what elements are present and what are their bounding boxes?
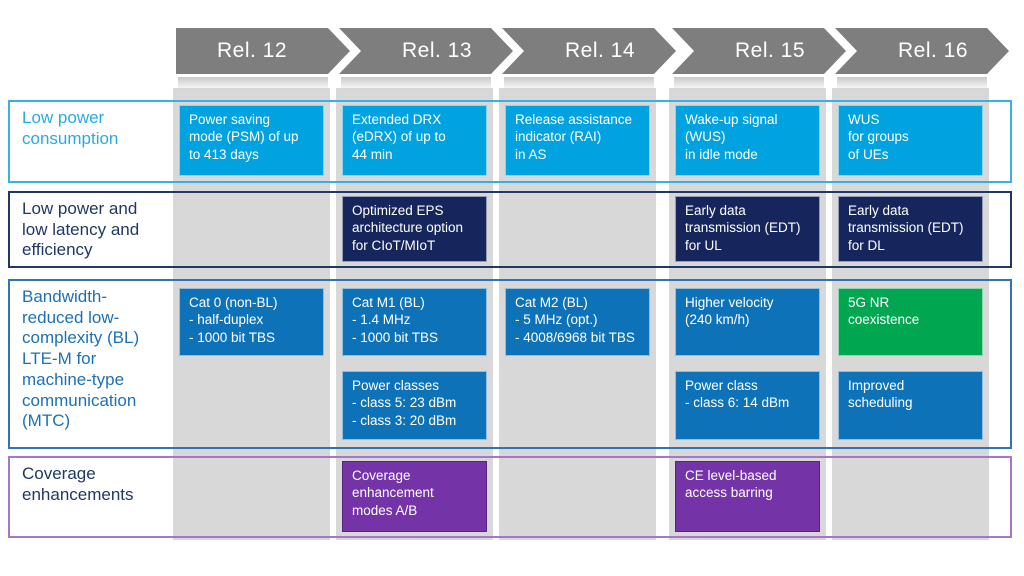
feature-box-edt-ul: Early data transmission (EDT) for UL xyxy=(675,196,820,262)
row-low-power-consumption: Low power consumption xyxy=(8,100,1012,183)
feature-box-5g-nr-coexistence: 5G NR coexistence xyxy=(838,288,983,356)
release-arrow-rel16: Rel. 16 xyxy=(835,28,1009,74)
feature-box-ce-modes-ab: Coverage enhancement modes A/B xyxy=(342,461,487,532)
release-arrow-rel15: Rel. 15 xyxy=(672,28,846,74)
release-arrow-rel12: Rel. 12 xyxy=(176,28,350,74)
feature-box-ce-access-barring: CE level-based access barring xyxy=(675,461,820,532)
feature-box-wus-groups: WUS for groups of UEs xyxy=(838,105,983,176)
feature-box-edt-dl: Early data transmission (EDT) for DL xyxy=(838,196,983,262)
row-bandwidth-reduced-lte-m-mtc: Bandwidth- reduced low- complexity (BL) … xyxy=(8,279,1012,449)
feature-box-cat-m1: Cat M1 (BL) - 1.4 MHz - 1000 bit TBS xyxy=(342,288,487,356)
feature-box-cat0: Cat 0 (non-BL) - half-duplex - 1000 bit … xyxy=(179,288,324,356)
feature-box-psm: Power saving mode (PSM) of up to 413 day… xyxy=(179,105,324,176)
feature-box-higher-velocity: Higher velocity (240 km/h) xyxy=(675,288,820,356)
row-label-low-power-consumption: Low power consumption xyxy=(22,108,119,148)
row-coverage-enhancements: Coverage enhancements xyxy=(8,456,1012,538)
release-arrow-rel14: Rel. 14 xyxy=(502,28,676,74)
feature-box-wus: Wake-up signal (WUS) in idle mode xyxy=(675,105,820,176)
arrow-reflection xyxy=(178,77,328,93)
feature-box-rai: Release assistance indicator (RAI) in AS xyxy=(505,105,650,176)
feature-box-power-class-6: Power class - class 6: 14 dBm xyxy=(675,371,820,440)
feature-box-eps-architecture: Optimized EPS architecture option for CI… xyxy=(342,196,487,262)
row-low-power-low-latency-efficiency: Low power and low latency and efficiency xyxy=(8,191,1012,268)
feature-box-improved-scheduling: Improved scheduling xyxy=(838,371,983,440)
feature-box-edrx: Extended DRX (eDRX) of up to 44 min xyxy=(342,105,487,176)
arrow-reflection xyxy=(341,77,491,93)
row-label-bandwidth-reduced-lte-m-mtc: Bandwidth- reduced low- complexity (BL) … xyxy=(22,287,140,431)
feature-box-power-classes: Power classes - class 5: 23 dBm - class … xyxy=(342,371,487,440)
arrow-reflection xyxy=(837,77,987,93)
row-label-coverage-enhancements: Coverage enhancements xyxy=(22,464,134,504)
arrow-reflection xyxy=(674,77,824,93)
row-label-low-power-low-latency-efficiency: Low power and low latency and efficiency xyxy=(22,199,140,260)
arrow-reflection xyxy=(504,77,654,93)
release-arrow-rel13: Rel. 13 xyxy=(339,28,513,74)
feature-box-cat-m2: Cat M2 (BL) - 5 MHz (opt.) - 4008/6968 b… xyxy=(505,288,650,356)
